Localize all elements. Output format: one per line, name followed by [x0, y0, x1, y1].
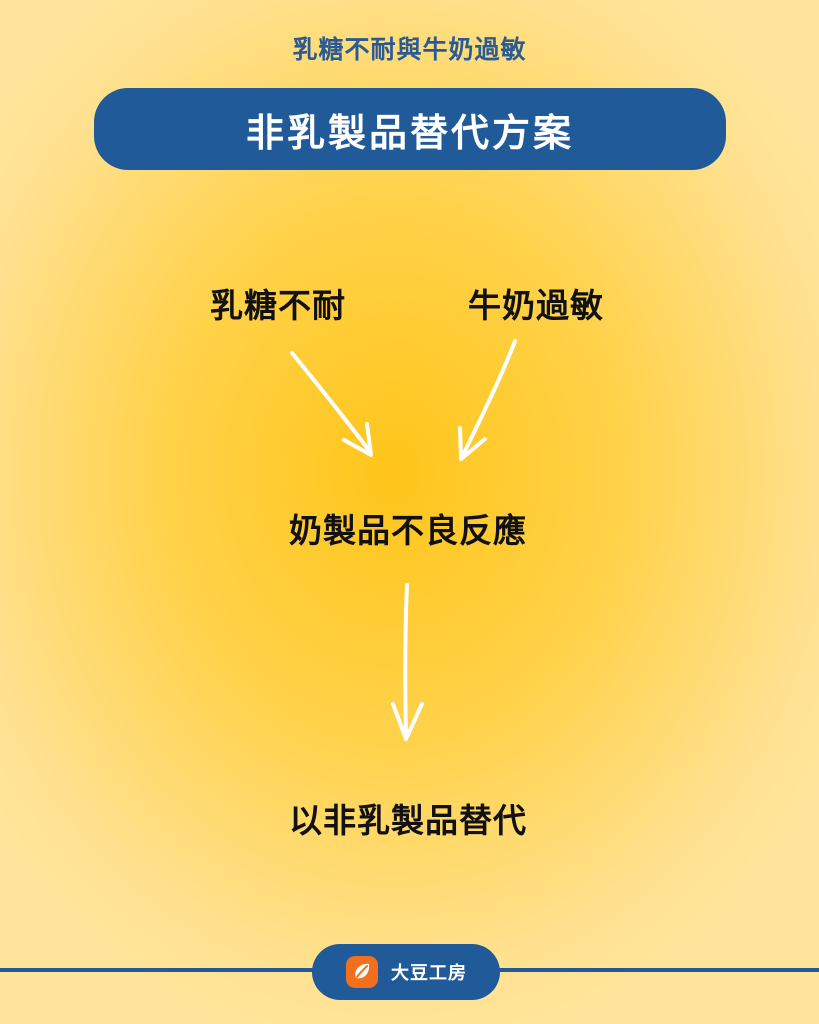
title-banner: 非乳製品替代方案	[94, 88, 726, 170]
arrow-right-to-middle	[458, 339, 517, 461]
solution-node: 以非乳製品替代	[289, 801, 527, 840]
page-subtitle: 乳糖不耐與牛奶過敏	[292, 35, 527, 64]
arrow-middle-to-bottom	[391, 583, 424, 741]
bean-leaf-icon	[345, 955, 379, 989]
arrow-left-to-middle	[290, 351, 373, 457]
cause-milk-allergy: 牛奶過敏	[468, 286, 604, 325]
page-title: 非乳製品替代方案	[245, 110, 574, 155]
cause-lactose-intolerance: 乳糖不耐	[210, 286, 346, 325]
brand-name: 大豆工房	[391, 963, 467, 984]
adverse-reaction-node: 奶製品不良反應	[289, 511, 527, 550]
brand-badge: 大豆工房	[312, 944, 500, 1000]
